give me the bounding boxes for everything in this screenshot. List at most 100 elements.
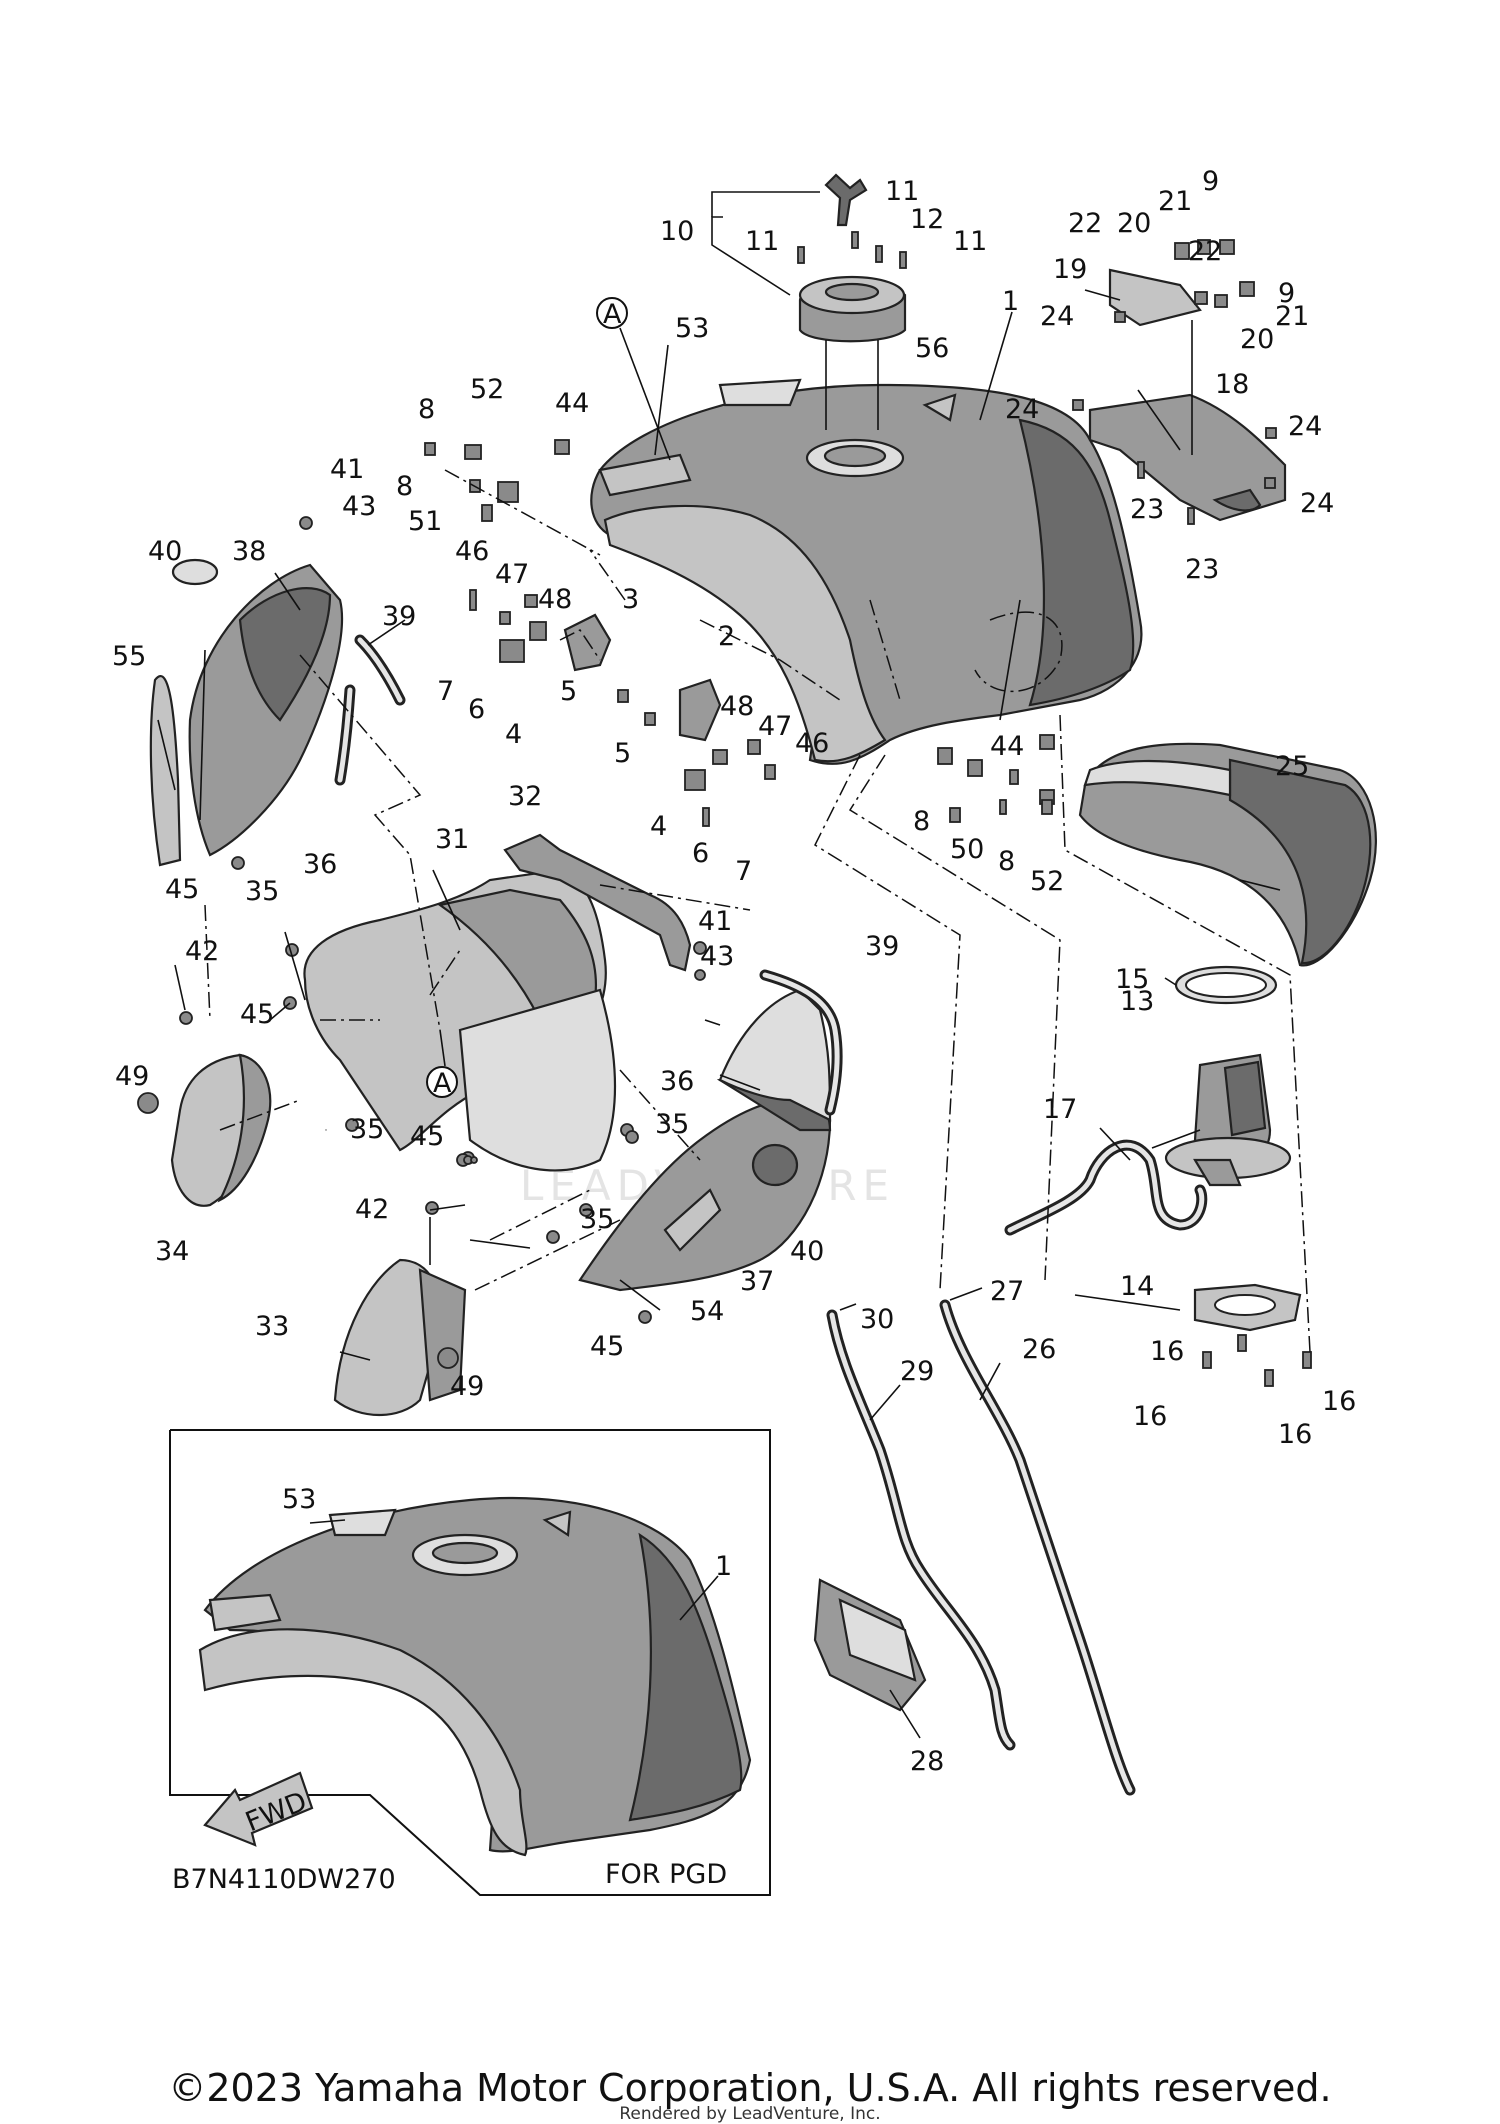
callout-42: 42	[185, 936, 219, 967]
callouts: 1 1 2 3 4 4 5 5 6 6 7 7 8 8 8 8 9 9 10 1…	[112, 166, 1356, 1777]
callout-24: 24	[1040, 301, 1074, 332]
fuel-cap-assembly	[797, 173, 907, 430]
svg-text:A: A	[603, 299, 622, 330]
callout-44: 44	[555, 388, 589, 419]
callout-24: 24	[1005, 394, 1039, 425]
callout-5: 5	[614, 738, 631, 769]
callout-31: 31	[435, 824, 469, 855]
hose-17	[1004, 1139, 1208, 1236]
callout-6: 6	[468, 694, 485, 725]
callout-27: 27	[990, 1276, 1024, 1307]
callout-40: 40	[790, 1236, 824, 1267]
callout-39: 39	[865, 931, 899, 962]
callout-8: 8	[396, 471, 413, 502]
reference-lines	[204, 469, 1311, 1353]
callout-47: 47	[758, 711, 792, 742]
callout-41: 41	[698, 906, 732, 937]
callout-33: 33	[255, 1311, 289, 1342]
callout-6: 6	[692, 838, 709, 869]
callout-5: 5	[560, 676, 577, 707]
callout-1: 1	[1002, 286, 1019, 317]
reference-a-top: A	[596, 297, 671, 461]
side-cover-34	[170, 1053, 272, 1207]
pipes	[813, 1299, 1136, 1796]
callout-46: 46	[455, 536, 489, 567]
callout-23: 23	[1185, 554, 1219, 585]
callout-37: 37	[740, 1266, 774, 1297]
copyright-notice: ©2023 Yamaha Motor Corporation, U.S.A. A…	[168, 2066, 1332, 2110]
reference-a-mid: A	[426, 1029, 458, 1099]
callout-38: 38	[232, 536, 266, 567]
callout-45: 45	[165, 874, 199, 905]
callout-51: 51	[408, 506, 442, 537]
callout-22: 22	[1188, 236, 1222, 267]
callout-26: 26	[1022, 1334, 1056, 1365]
callout-47: 47	[495, 559, 529, 590]
callout-52: 52	[1030, 866, 1064, 897]
leader-lines	[157, 191, 1281, 1739]
callout-13: 13	[1120, 986, 1154, 1017]
callout-21: 21	[1158, 186, 1192, 217]
inset-for-pgd: FOR PGD	[169, 1429, 771, 1896]
rear-bracket	[1072, 239, 1287, 525]
callout-11: 11	[885, 176, 919, 207]
callout-43: 43	[700, 941, 734, 972]
callout-3: 3	[622, 584, 639, 615]
fuel-tank	[590, 378, 1143, 765]
callout-35: 35	[580, 1204, 614, 1235]
fuel-pump	[1164, 965, 1312, 1387]
callout-53: 53	[675, 313, 709, 344]
callout-43: 43	[342, 491, 376, 522]
callout-44: 44	[990, 731, 1024, 762]
callout-39: 39	[382, 601, 416, 632]
callout-46: 46	[795, 728, 829, 759]
side-cover-left	[149, 558, 344, 867]
callout-15: 15	[1115, 964, 1149, 995]
callout-11: 11	[745, 226, 779, 257]
callout-1-inset: 1	[715, 1551, 732, 1582]
callout-28: 28	[910, 1746, 944, 1777]
callout-18: 18	[1215, 369, 1249, 400]
callout-19: 19	[1053, 254, 1087, 285]
callout-9: 9	[1278, 278, 1295, 309]
callout-2: 2	[718, 621, 735, 652]
callout-20: 20	[1117, 208, 1151, 239]
callout-45: 45	[410, 1121, 444, 1152]
callout-22: 22	[1068, 208, 1102, 239]
callout-34: 34	[155, 1236, 189, 1267]
callout-49: 49	[450, 1371, 484, 1402]
callout-45: 45	[590, 1331, 624, 1362]
callout-21: 21	[1275, 301, 1309, 332]
callout-35: 35	[655, 1109, 689, 1140]
callout-30: 30	[860, 1304, 894, 1335]
callout-48: 48	[720, 691, 754, 722]
callout-45: 45	[240, 999, 274, 1030]
callout-14: 14	[1120, 1271, 1154, 1302]
callout-49: 49	[115, 1061, 149, 1092]
mounting-hardware	[137, 439, 1055, 1369]
callout-23: 23	[1130, 494, 1164, 525]
callout-25: 25	[1275, 751, 1309, 782]
callout-12: 12	[910, 204, 944, 235]
side-cover-33	[333, 1258, 467, 1416]
inset-caption: FOR PGD	[605, 1859, 727, 1890]
callout-10: 10	[660, 216, 694, 247]
callout-24: 24	[1288, 411, 1322, 442]
callout-7: 7	[735, 856, 752, 887]
bracket-32	[503, 833, 692, 972]
callout-16: 16	[1278, 1419, 1312, 1450]
cover-25	[1078, 742, 1377, 967]
callout-20: 20	[1240, 324, 1274, 355]
callout-40: 40	[148, 536, 182, 567]
diagram-code: B7N4110DW270	[172, 1864, 396, 1895]
callout-56: 56	[915, 333, 949, 364]
svg-text:A: A	[433, 1068, 452, 1099]
callout-24: 24	[1300, 488, 1334, 519]
fwd-arrow: FWD	[203, 1771, 314, 1847]
callout-4: 4	[505, 719, 522, 750]
callout-29: 29	[900, 1356, 934, 1387]
callout-54: 54	[690, 1296, 724, 1327]
callout-48: 48	[538, 584, 572, 615]
callout-50: 50	[950, 834, 984, 865]
